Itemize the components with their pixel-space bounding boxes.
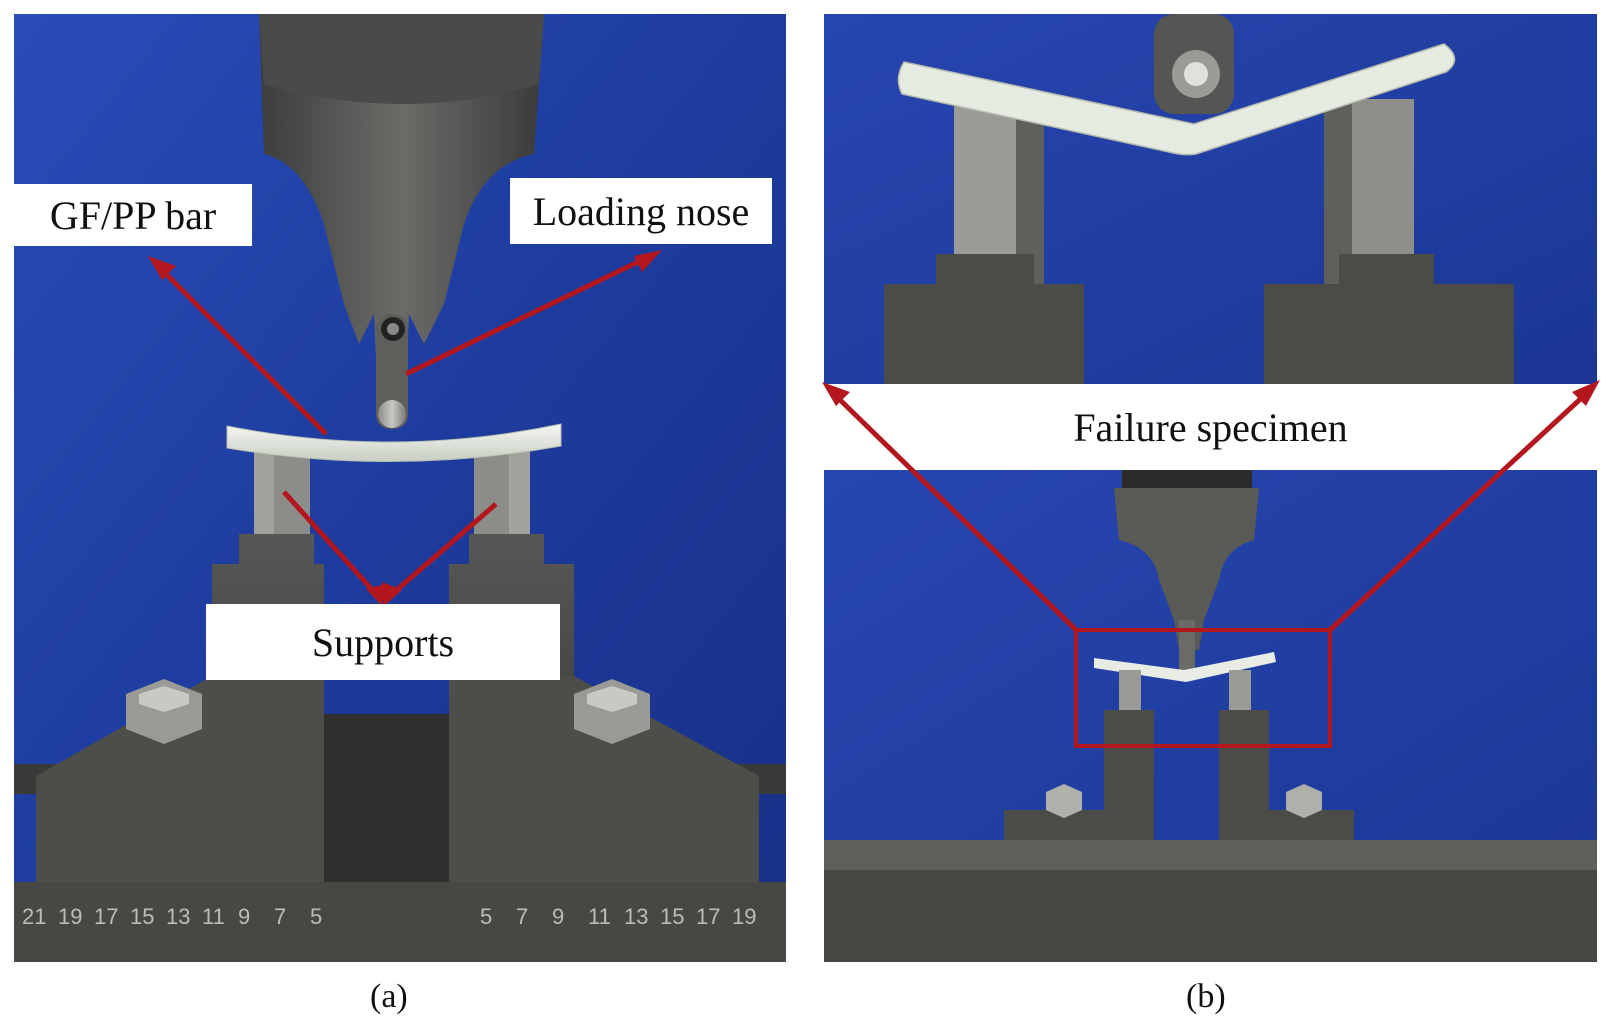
label-supports: Supports (206, 604, 560, 680)
ruler-mark: 13 (166, 904, 190, 929)
panel-b-zoom-photo (824, 14, 1597, 384)
ruler-mark: 5 (310, 904, 322, 929)
ruler-mark: 19 (732, 904, 756, 929)
highlight-box (1074, 628, 1332, 748)
ruler-mark: 7 (516, 904, 528, 929)
label-failure-specimen: Failure specimen (824, 384, 1597, 470)
fixture-base (14, 676, 786, 962)
ruler-mark: 7 (274, 904, 286, 929)
ruler-mark: 17 (94, 904, 118, 929)
caption-b: (b) (1186, 978, 1226, 1015)
ruler-mark: 15 (660, 904, 684, 929)
ruler-mark: 21 (22, 904, 46, 929)
label-loading-nose: Loading nose (510, 178, 772, 244)
label-gfpp-bar: GF/PP bar (14, 184, 252, 246)
overview-loading-nose (1114, 470, 1259, 675)
ruler-mark: 9 (238, 904, 250, 929)
zoom-right-support (1264, 99, 1514, 384)
ruler-mark: 11 (202, 904, 225, 929)
photo-panel-b-zoom (824, 14, 1597, 384)
zoom-loading-nose (1154, 14, 1234, 114)
photo-panel-b-overview (824, 470, 1597, 962)
ruler-mark: 15 (130, 904, 154, 929)
caption-a: (a) (370, 978, 408, 1015)
panel-b-overview-photo (824, 470, 1597, 962)
ruler-mark: 19 (58, 904, 82, 929)
ruler-mark: 13 (624, 904, 648, 929)
annotation-arrows (148, 250, 662, 606)
gfpp-bar (226, 423, 562, 463)
loading-nose (259, 14, 544, 429)
zoom-broken-specimen (897, 43, 1456, 156)
ruler-mark: 11 (588, 904, 611, 929)
ruler-mark: 9 (552, 904, 564, 929)
ruler-mark: 17 (696, 904, 720, 929)
zoom-left-support (884, 104, 1084, 384)
ruler-mark: 5 (480, 904, 492, 929)
